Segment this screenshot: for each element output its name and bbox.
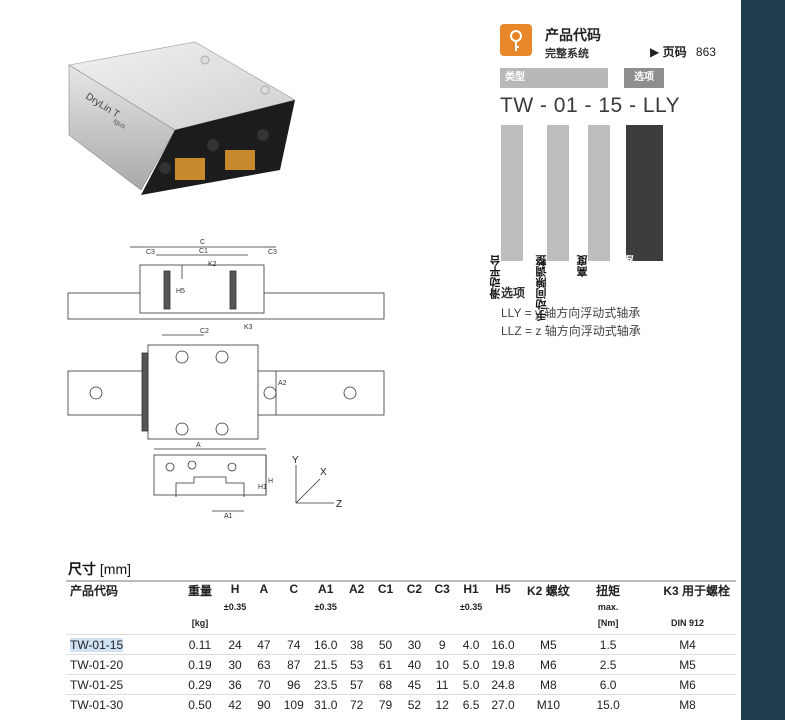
dimensions-title: 尺寸 [mm] [68, 561, 131, 577]
dim-label-h1: H1 [258, 484, 267, 491]
wrench-key-icon [500, 24, 532, 56]
cell-product-code: TW-01-20 [66, 654, 180, 675]
dim-label-c: C [200, 239, 205, 246]
col-header: H5 [486, 580, 520, 602]
col-header: 产品代码 [66, 580, 180, 602]
cell-product-code: TW-01-30 [66, 694, 180, 714]
cell-product-code: TW-01-25 [66, 674, 180, 695]
tolerance-row: ±0.35 ±0.35 ±0.35 max. [223, 602, 619, 612]
technical-drawings: C3 C C1 C3 K2 H5 K3 C2 A2 A H H1 A1 Y X … [67, 239, 385, 520]
dim-label-a1: A1 [224, 513, 233, 520]
dim-label-k2: K2 [208, 261, 217, 268]
option-llz: LLZ = z 轴方向浮动式轴承 [501, 324, 641, 338]
code-part-floating-bearing: 浮动式轴承座 [623, 125, 663, 321]
col-header: A1 [309, 580, 343, 602]
section-subtitle: 完整系统 [545, 48, 589, 60]
dim-label-a2: A2 [278, 380, 287, 387]
col-header: K3 用于螺栓 [639, 580, 736, 602]
dim-label-h: H [268, 478, 273, 485]
section-title: 产品代码 [545, 27, 601, 43]
col-header: C1 [371, 580, 400, 602]
code-part-height: 高度 [577, 125, 610, 277]
dim-label-h5: H5 [176, 288, 185, 295]
axis-x-label: X [320, 467, 327, 478]
col-header: A2 [342, 580, 372, 602]
col-header: H1 [455, 580, 487, 602]
col-header: H [220, 580, 250, 602]
dim-label-c3-right: C3 [268, 249, 277, 256]
col-header: A [249, 580, 279, 602]
options-title: 选项 [501, 286, 526, 300]
dim-label-c2: C2 [200, 328, 209, 335]
col-header: C [278, 580, 310, 602]
dimensions-table: 产品代码 重量 H A C A1 A2 C1 C2 C3 H1 H5 K2 螺纹… [66, 580, 736, 714]
col-header: 扭矩 [577, 580, 640, 602]
code-part-slide-table: 滑动平台 [490, 125, 523, 299]
side-bar [741, 0, 785, 720]
dim-label-c1: C1 [199, 248, 208, 255]
code-part-manual-adjust: 手动间隙调整 [536, 125, 569, 321]
dim-label-c3-left: C3 [146, 249, 155, 256]
col-header: C2 [399, 580, 429, 602]
col-header: C3 [428, 580, 456, 602]
col-header: K2 螺纹 [519, 580, 578, 602]
product-code: TW - 01 - 15 - LLY [500, 94, 681, 117]
axis-y-label: Y [292, 455, 299, 466]
dim-label-a: A [196, 442, 201, 449]
axis-z-label: Z [336, 499, 342, 510]
product-photo: DryLin T igus [68, 41, 296, 195]
cell-product-code: TW-01-15 [70, 637, 124, 652]
option-lly: LLY = y 轴方向浮动式轴承 [501, 306, 641, 320]
option-tag: 选项 [624, 68, 664, 88]
type-tag: 类型 [500, 68, 608, 88]
page-ref-value: 863 [695, 45, 716, 59]
dim-label-k3: K3 [244, 324, 253, 331]
unit-row: [kg] [Nm] DIN 912 [191, 618, 705, 628]
page-reference[interactable]: ▶ 页码 863 [650, 43, 716, 60]
table-header-row: 产品代码 重量 H A C A1 A2 C1 C2 C3 H1 H5 K2 螺纹… [66, 580, 736, 602]
page-ref-label: ▶ 页码 [650, 45, 687, 59]
col-header: 重量 [179, 580, 221, 602]
